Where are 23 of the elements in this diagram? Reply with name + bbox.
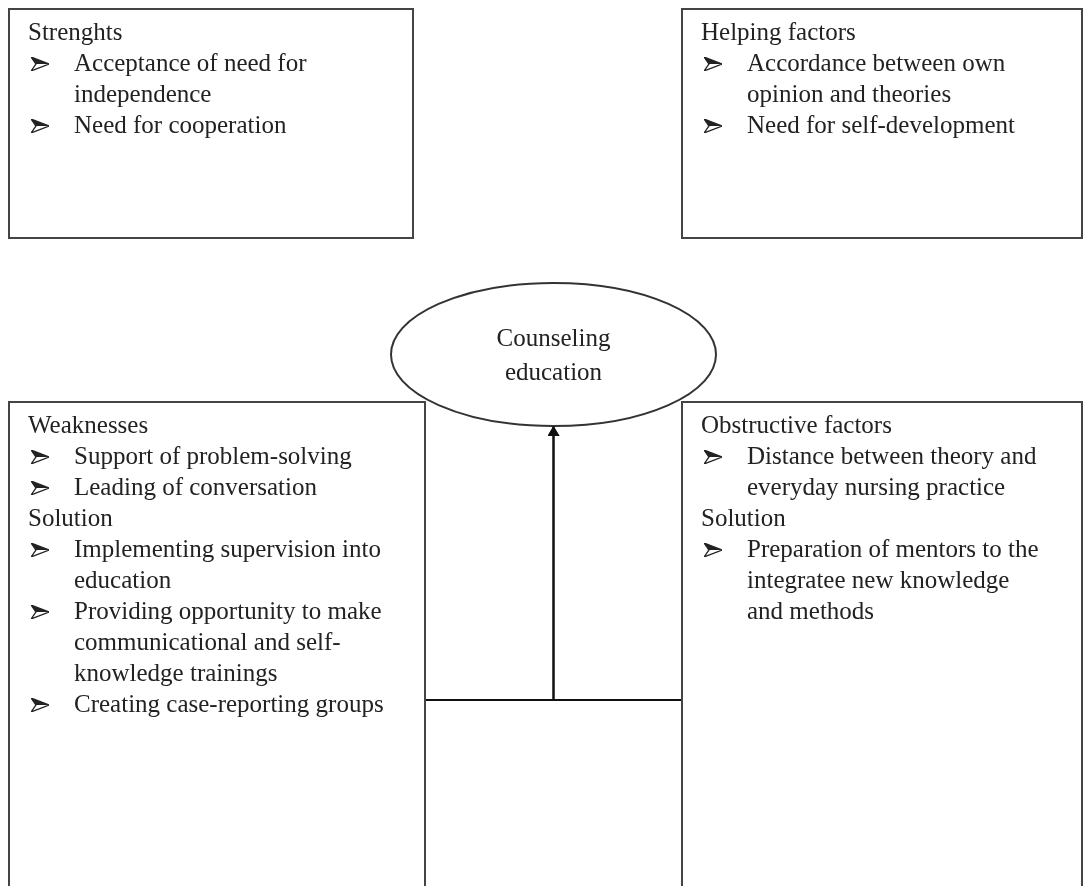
section-heading: Helping factors bbox=[701, 17, 857, 47]
section-heading: Solution bbox=[701, 503, 787, 533]
bullet-text: Acceptance of need for independence bbox=[74, 49, 307, 107]
bullet-text: Need for self-development bbox=[747, 111, 1015, 138]
bullet-text: Leading of conversation bbox=[74, 473, 317, 500]
section-heading: Strenghts bbox=[28, 17, 124, 47]
connector-arrow bbox=[547, 426, 682, 701]
bullet-text: Creating case-reporting groups bbox=[74, 690, 384, 717]
text-box bbox=[8, 8, 414, 239]
section-heading: Weaknesses bbox=[28, 410, 150, 440]
text-box bbox=[8, 401, 426, 886]
bullet-text: Distance between theory and everyday nursing practice bbox=[747, 442, 1037, 500]
bullet-text: Providing opportunity to make communicational and self-knowledge trainings bbox=[74, 597, 382, 686]
text-box bbox=[681, 8, 1083, 239]
bullet-text: Support of problem-solving bbox=[74, 442, 352, 469]
section-heading: Obstructive factors bbox=[701, 410, 893, 440]
bullet-text: Need for cooperation bbox=[74, 111, 287, 138]
node-label: Counseling education bbox=[495, 322, 612, 387]
text-box bbox=[681, 401, 1083, 886]
bullet-text: Preparation of mentors to the integratee new knowledge and methods bbox=[747, 535, 1039, 624]
bullet-text: Accordance between own opinion and theories bbox=[747, 49, 1006, 107]
bullet-text: Implementing supervision into education bbox=[74, 535, 381, 593]
section-heading: Solution bbox=[28, 503, 114, 533]
